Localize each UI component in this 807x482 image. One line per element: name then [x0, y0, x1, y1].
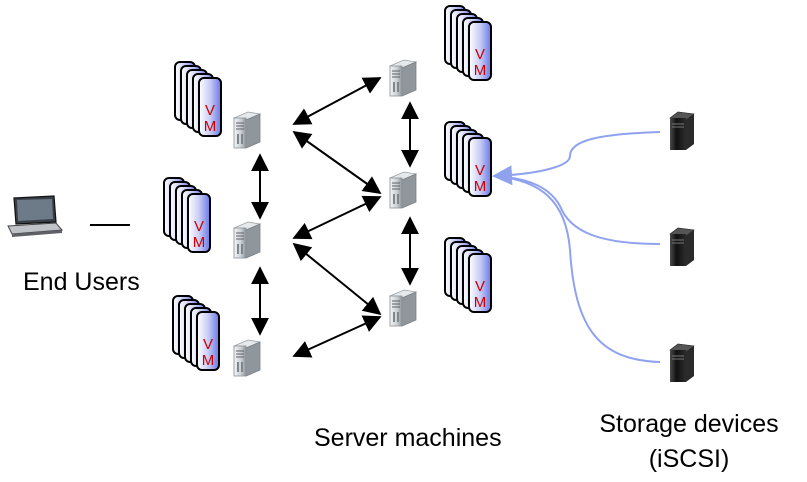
arrow-lm-mm	[292, 195, 382, 240]
storage-devices-label: Storage devices	[599, 410, 779, 438]
vm-letter-v: V	[205, 102, 215, 119]
vm-stack-mid-bot: V M	[444, 237, 492, 313]
vm-letter-m: M	[204, 118, 217, 135]
vm-stack-left-top: V M	[174, 61, 222, 137]
iscsi-link-mid	[493, 175, 661, 245]
end-users-label: End Users	[23, 268, 140, 296]
arrow-lt-mm	[292, 130, 382, 195]
storage-protocol-label: (iSCSI)	[648, 445, 730, 473]
vm-stack-left-mid: V M	[163, 177, 211, 253]
storage-device-icon	[669, 111, 695, 151]
server-machines-label: Server machines	[314, 424, 502, 452]
vm-letter-v: V	[194, 218, 204, 235]
vm-stack-mid-mid: V M	[444, 121, 492, 197]
vm-letter-m: M	[474, 294, 487, 311]
vm-stack-mid-top: V M	[444, 5, 492, 81]
server-icon	[233, 221, 261, 259]
storage-device-icon	[669, 227, 695, 267]
iscsi-link-top	[492, 131, 661, 186]
vm-letter-v: V	[475, 278, 485, 295]
server-icon	[389, 59, 417, 97]
server-icon	[233, 339, 261, 377]
vm-stack-left-bot: V M	[172, 295, 220, 371]
server-icon	[389, 289, 417, 327]
vm-letter-m: M	[474, 178, 487, 195]
vm-letter-v: V	[475, 46, 485, 63]
server-icon	[389, 171, 417, 209]
vm-letter-v: V	[475, 162, 485, 179]
vm-letter-m: M	[474, 62, 487, 79]
server-icon	[233, 111, 261, 149]
arrow-lm-mb	[292, 242, 382, 316]
vm-letter-m: M	[202, 352, 215, 369]
arrow-lb-mb	[292, 315, 382, 358]
laptop-icon	[7, 195, 64, 237]
iscsi-link-bot	[493, 175, 661, 363]
storage-device-icon	[669, 343, 695, 383]
vm-letter-m: M	[193, 234, 206, 251]
vm-letter-v: V	[203, 336, 213, 353]
arrow-lt-mt	[292, 77, 382, 125]
